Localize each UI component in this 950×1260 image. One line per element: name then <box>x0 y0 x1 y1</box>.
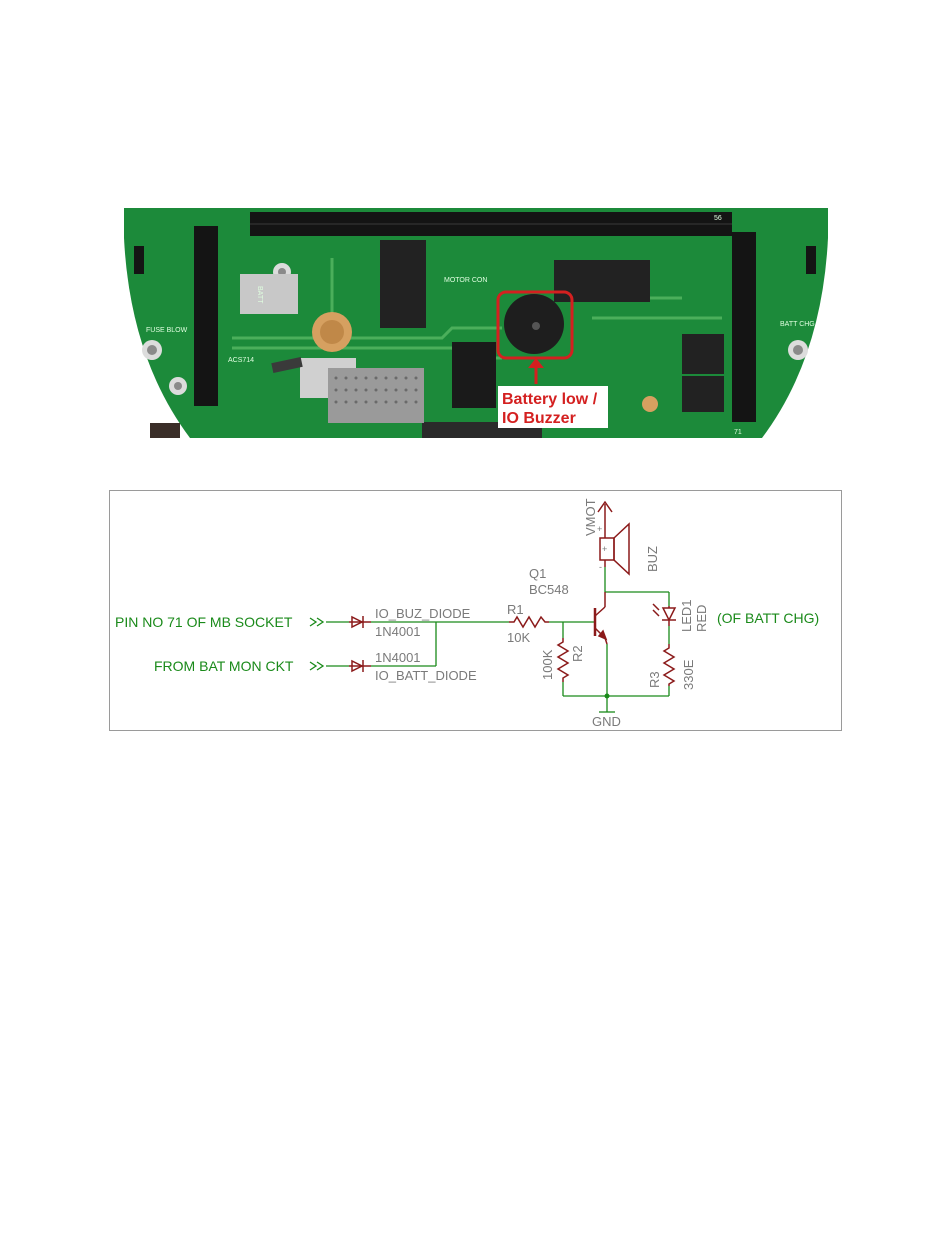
silk-batt: BATT <box>256 286 263 304</box>
d2-value: 1N4001 <box>375 650 421 665</box>
silver-pad <box>240 274 298 314</box>
r3-name: R3 <box>647 671 662 688</box>
top-header <box>250 212 732 236</box>
gnd-junction <box>605 694 610 699</box>
left-small-connector <box>134 246 144 274</box>
silk-motor-con: MOTOR CON <box>444 277 487 284</box>
input-batmon-label: FROM BAT MON CKT <box>154 658 294 674</box>
silk-pin-71: 71 <box>734 429 742 436</box>
q1-value: BC548 <box>529 582 569 597</box>
ic-right-2 <box>682 376 724 412</box>
capacitor-top <box>320 320 344 344</box>
silk-batt-chg: BATT CHG <box>780 321 815 328</box>
r1-name: R1 <box>507 602 524 617</box>
pcb-photo-drawing: Battery low / IO Buzzer BATT MOTOR CON F… <box>122 208 830 438</box>
d1-name: IO_BUZ_DIODE <box>375 606 471 621</box>
d1-value: 1N4001 <box>375 624 421 639</box>
silk-fuse-blow: FUSE BLOW <box>146 327 188 334</box>
r2-value: 100K <box>540 649 555 680</box>
q1-name: Q1 <box>529 566 546 581</box>
vmot-plus: + <box>597 524 602 534</box>
right-small-connector <box>806 246 816 274</box>
schematic-panel: IO_BUZ_DIODE 1N4001 1N4001 IO_BATT_DIODE… <box>109 490 842 731</box>
proto-area <box>328 368 424 423</box>
buzzer-plus: + <box>602 544 607 554</box>
ic-left <box>380 240 426 328</box>
buzzer-minus: - <box>599 562 602 572</box>
ic-top-right <box>554 260 650 302</box>
silk-acs: ACS714 <box>228 357 254 364</box>
r1-value: 10K <box>507 630 530 645</box>
buz-label: BUZ <box>645 546 660 572</box>
small-capacitor <box>642 396 658 412</box>
buzzer-schematic: IO_BUZ_DIODE 1N4001 1N4001 IO_BATT_DIODE… <box>109 490 842 731</box>
ic-right <box>682 334 724 374</box>
callout-line-1: Battery low / <box>502 391 598 408</box>
input-pin71-label: PIN NO 71 OF MB SOCKET <box>115 614 293 630</box>
r2-name: R2 <box>570 645 585 662</box>
gnd-label: GND <box>592 714 621 729</box>
led-name: LED1 <box>679 599 694 632</box>
silk-pin-56: 56 <box>714 215 722 222</box>
black-block <box>452 342 496 408</box>
buzzer-hole <box>532 322 540 330</box>
vmot-label: VMOT <box>583 498 598 536</box>
callout-line-2: IO Buzzer <box>502 410 576 427</box>
left-header <box>194 226 218 406</box>
batt-chg-note: (OF BATT CHG) <box>717 610 819 626</box>
r3-value: 330E <box>681 659 696 690</box>
pcb-photo: Battery low / IO Buzzer BATT MOTOR CON F… <box>122 208 830 438</box>
led-value: RED <box>694 605 709 632</box>
bottom-left-part <box>150 423 180 438</box>
right-header <box>732 232 756 422</box>
d2-name: IO_BATT_DIODE <box>375 668 477 683</box>
